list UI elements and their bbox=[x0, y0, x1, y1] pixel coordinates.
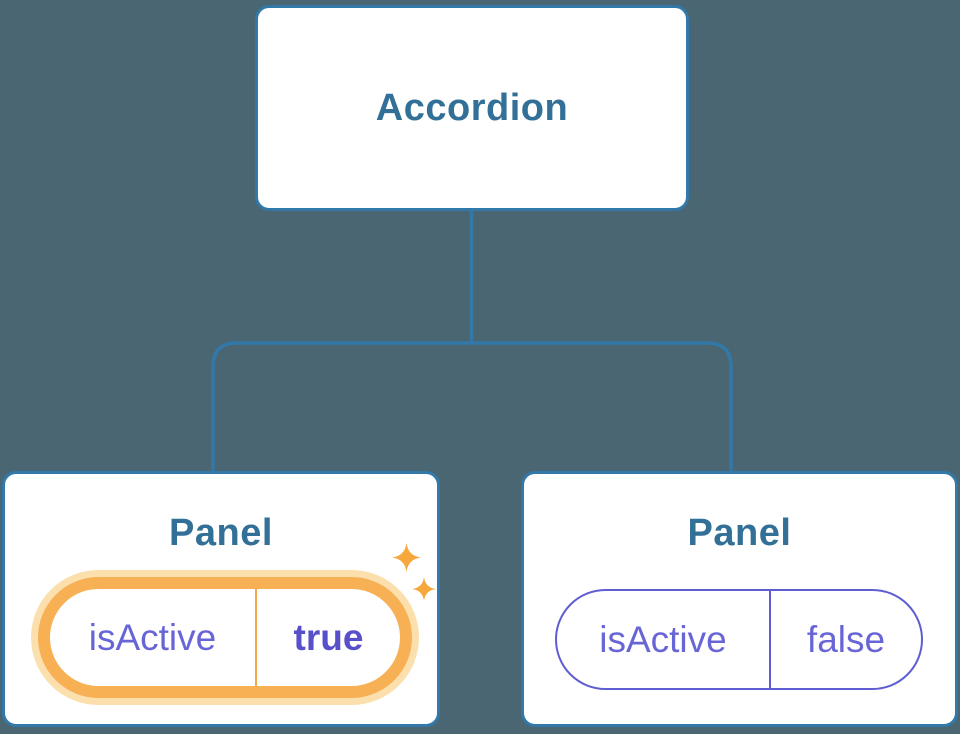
accordion-node-label: Accordion bbox=[375, 86, 569, 129]
state-pill-inactive: isActive false bbox=[555, 589, 923, 690]
state-value: true bbox=[293, 616, 364, 658]
accordion-node: Accordion bbox=[255, 5, 689, 211]
sparkles-icon bbox=[392, 543, 436, 601]
state-pill-divider bbox=[769, 591, 771, 688]
state-pill-divider bbox=[255, 589, 257, 686]
state-value: false bbox=[806, 618, 886, 660]
panel-node-label: Panel bbox=[169, 512, 273, 554]
state-key: isActive bbox=[599, 618, 727, 660]
state-key: isActive bbox=[88, 616, 217, 658]
panel-node-label: Panel bbox=[687, 512, 792, 554]
state-pill-active: isActive true bbox=[38, 577, 412, 698]
